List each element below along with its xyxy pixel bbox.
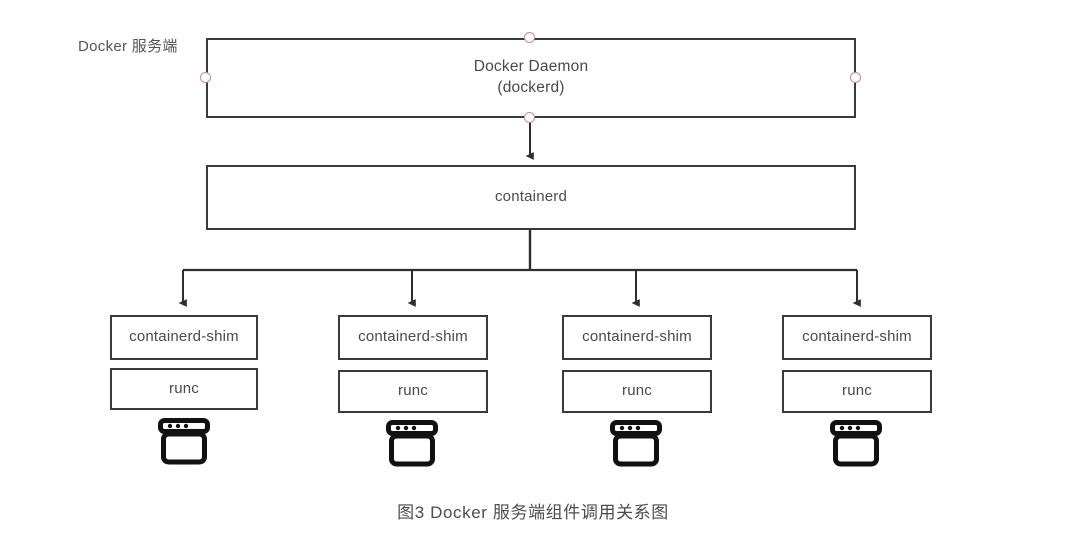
container-window-icon [158,418,210,465]
node-containerd-shim-2[interactable]: containerd-shim [338,315,488,360]
containerd-label: containerd [494,188,568,206]
runc-label: runc [169,379,199,397]
daemon-anchor-right-icon[interactable] [850,72,861,83]
node-containerd-shim-1[interactable]: containerd-shim [110,315,258,360]
node-runc-3[interactable]: runc [562,370,712,413]
container-window-icon [610,420,662,467]
containerd-shim-label: containerd-shim [582,328,692,346]
docker-daemon-title: Docker Daemon [473,58,589,76]
docker-server-label: Docker 服务端 [78,38,178,55]
containerd-shim-label: containerd-shim [358,328,468,346]
daemon-anchor-bottom-icon[interactable] [524,112,535,123]
node-docker-daemon[interactable]: Docker Daemon (dockerd) [206,38,856,118]
node-runc-2[interactable]: runc [338,370,488,413]
node-containerd[interactable]: containerd [206,165,856,230]
containerd-shim-label: containerd-shim [129,328,239,346]
node-runc-4[interactable]: runc [782,370,932,413]
container-window-icon [830,420,882,467]
node-containerd-shim-4[interactable]: containerd-shim [782,315,932,360]
runc-label: runc [398,382,428,400]
runc-label: runc [842,382,872,400]
docker-daemon-subtitle: (dockerd) [497,79,565,96]
runc-label: runc [622,382,652,400]
daemon-anchor-left-icon[interactable] [200,72,211,83]
containerd-shim-label: containerd-shim [802,328,912,346]
daemon-anchor-top-icon[interactable] [524,32,535,43]
edge-containerd-fanout [178,230,861,307]
figure-caption: 图3 Docker 服务端组件调用关系图 [397,503,669,522]
container-window-icon [386,420,438,467]
node-containerd-shim-3[interactable]: containerd-shim [562,315,712,360]
node-runc-1[interactable]: runc [110,368,258,410]
